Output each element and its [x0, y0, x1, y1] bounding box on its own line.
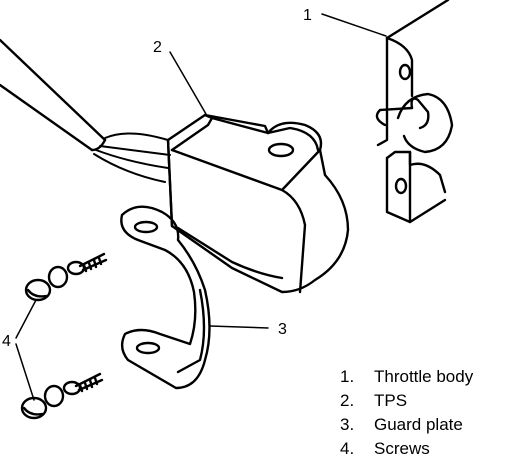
- tps-sensor: [166, 113, 350, 294]
- legend-number: 2.: [340, 391, 355, 410]
- callout-2: 2: [153, 39, 162, 56]
- callouts: 1 2 3 4: [2, 7, 312, 350]
- legend-label: TPS: [374, 391, 408, 410]
- wire-harness: [0, 38, 171, 183]
- parts-legend: 1. Throttle body 2. TPS 3. Guard plate 4. Sc…: [340, 365, 473, 461]
- leader-1: [321, 13, 387, 37]
- leader-2: [169, 51, 207, 115]
- callout-3: 3: [278, 321, 287, 338]
- legend-item: 2. TPS: [340, 389, 473, 413]
- legend-label: Screws: [374, 439, 430, 458]
- screw-lower: [20, 372, 104, 420]
- legend-item: 1. Throttle body: [340, 365, 473, 389]
- leader-4b: [15, 343, 35, 401]
- leader-3: [209, 325, 269, 329]
- legend-label: Guard plate: [374, 415, 463, 434]
- legend-item: 4. Screws: [340, 437, 473, 461]
- legend-number: 4.: [340, 439, 355, 458]
- guard-plate: [120, 205, 211, 390]
- legend-item: 3. Guard plate: [340, 413, 473, 437]
- leader-4a: [15, 299, 37, 339]
- legend-number: 3.: [340, 415, 355, 434]
- callout-1: 1: [303, 7, 312, 24]
- legend-label: Throttle body: [374, 367, 474, 386]
- leader-lines: [15, 13, 387, 401]
- legend-number: 1.: [340, 367, 355, 386]
- callout-4: 4: [2, 333, 11, 350]
- screw-upper: [24, 252, 108, 302]
- throttle-body: [375, 0, 454, 224]
